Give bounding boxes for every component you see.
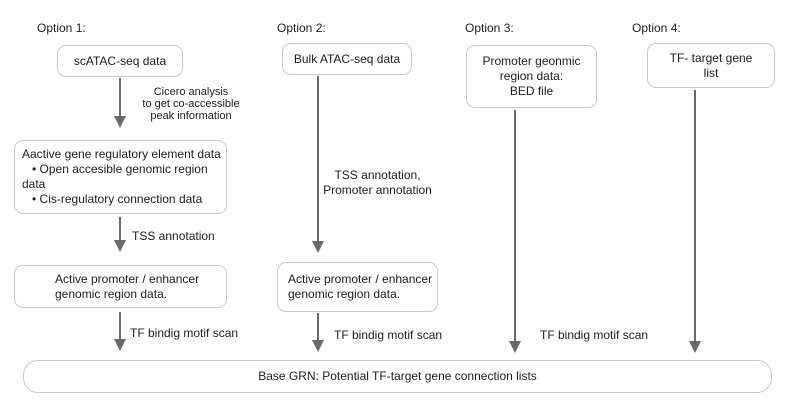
- arrow-shaft: [119, 78, 121, 118]
- arrow-shaft: [514, 110, 516, 343]
- arrow-shaft: [694, 90, 696, 343]
- arrow-head-icon: [114, 339, 126, 351]
- arrow-shaft: [119, 217, 121, 242]
- arrow-shaft: [119, 312, 121, 341]
- scatac-seq-data-box: scATAC-seq data: [57, 45, 183, 77]
- arrow-head-icon: [114, 240, 126, 252]
- arrow-head-icon: [312, 340, 324, 352]
- tf-motif-scan-label-option3: TF bindig motif scan: [540, 328, 649, 342]
- option1-step1-arrow: [114, 78, 126, 128]
- tss-annotation-label-option1: TSS annotation: [132, 229, 215, 243]
- option2-label: Option 2:: [277, 21, 326, 35]
- option3-label: Option 3:: [465, 21, 514, 35]
- option2-step1-arrow: [312, 76, 324, 253]
- cicero-analysis-label: Cicero analysis to get co-accessible pea…: [142, 86, 240, 122]
- option3-step1-arrow: [509, 110, 521, 353]
- bulk-atac-seq-data-box: Bulk ATAC-seq data: [282, 43, 412, 75]
- tf-motif-scan-label-option1: TF bindig motif scan: [130, 326, 239, 340]
- arrow-head-icon: [312, 241, 324, 253]
- regulatory-element-data-box: Aactive gene regulatory element data • O…: [14, 140, 227, 214]
- option1-step3-arrow: [114, 312, 126, 351]
- active-promoter-enhancer-box-option2: Active promoter / enhancer genomic regio…: [277, 262, 438, 312]
- base-grn-output-box: Base GRN: Potential TF-target gene conne…: [23, 360, 772, 393]
- promoter-genomic-region-box: Promoter geonmic region data: BED file: [466, 45, 597, 108]
- arrow-head-icon: [509, 341, 521, 353]
- active-promoter-enhancer-box-option1: Active promoter / enhancer genomic regio…: [14, 265, 227, 308]
- tss-promoter-annotation-label: TSS annotation, Promoter annotation: [323, 168, 432, 197]
- option4-label: Option 4:: [632, 21, 681, 35]
- arrow-head-icon: [114, 116, 126, 128]
- tf-target-gene-list-box: TF- target gene list: [647, 43, 775, 88]
- tf-motif-scan-label-option2: TF bindig motif scan: [334, 328, 443, 342]
- arrow-shaft: [317, 313, 319, 342]
- arrow-head-icon: [689, 341, 701, 353]
- arrow-shaft: [317, 76, 319, 243]
- option1-step2-arrow: [114, 217, 126, 252]
- option1-label: Option 1:: [37, 21, 86, 35]
- option2-step2-arrow: [312, 313, 324, 352]
- option4-step1-arrow: [689, 90, 701, 353]
